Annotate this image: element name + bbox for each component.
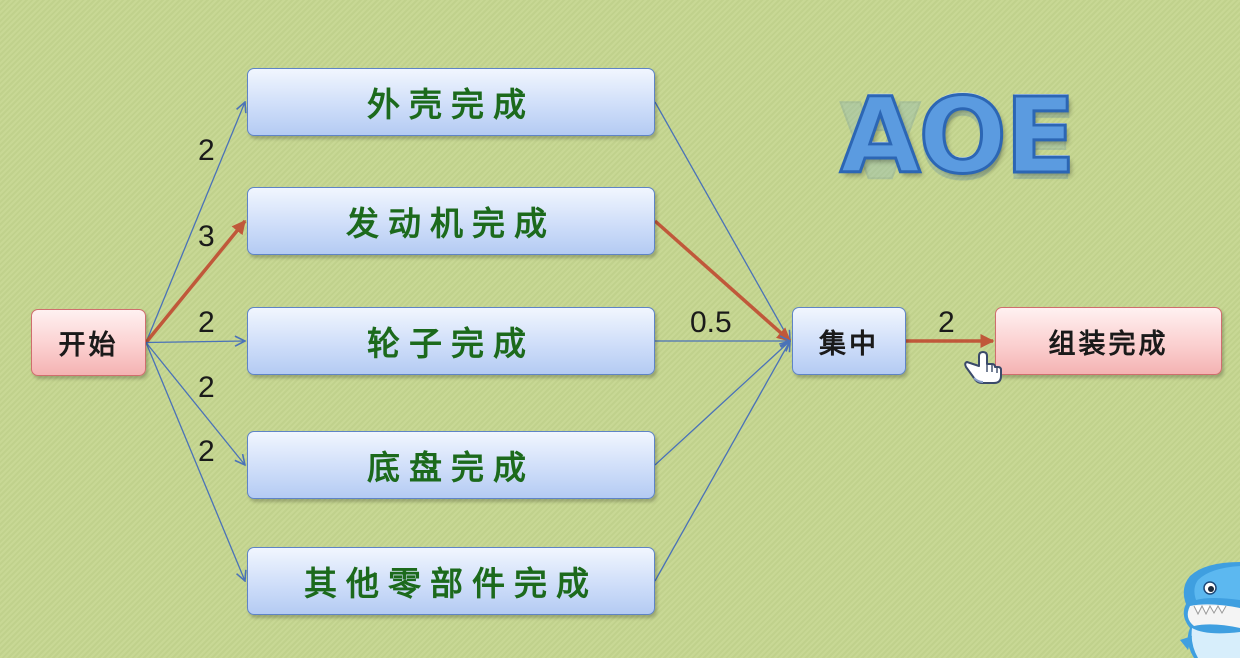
edge-weight-start-engine: 3	[198, 220, 215, 253]
edge-start-engine	[144, 219, 247, 344]
edge-shell-gather	[654, 101, 790, 341]
edge-engine-gather	[653, 219, 792, 343]
node-other-parts-complete[interactable]: 其他零部件完成	[247, 547, 655, 615]
node-assembly-complete[interactable]: 组装完成	[995, 307, 1222, 375]
shark-mascot-icon	[1180, 562, 1240, 658]
edge-start-others	[145, 342, 245, 582]
node-engine-complete[interactable]: 发动机完成	[247, 187, 655, 255]
edge-weight-gather-assembly: 2	[938, 306, 955, 339]
node-shell-complete[interactable]: 外壳完成	[247, 68, 655, 136]
node-gather[interactable]: 集中	[792, 307, 906, 375]
hand-pointer-cursor-icon	[964, 351, 1002, 384]
edge-chassis-gather	[654, 341, 790, 466]
edge-others-gather	[654, 341, 790, 582]
edge-weight-wheels-gather: 0.5	[690, 306, 732, 339]
node-start[interactable]: 开始	[31, 309, 146, 376]
edge-weight-start-chassis: 2	[198, 371, 215, 404]
node-chassis-complete[interactable]: 底盘完成	[247, 431, 655, 499]
edge-start-wheels	[145, 341, 245, 343]
node-wheels-complete[interactable]: 轮子完成	[247, 307, 655, 375]
edge-weight-start-wheels: 2	[198, 306, 215, 339]
edge-weight-start-shell: 2	[198, 134, 215, 167]
edge-start-chassis	[145, 342, 245, 466]
aoe-title: AOE	[839, 75, 1078, 197]
edge-weight-start-others: 2	[198, 435, 215, 468]
edge-start-shell	[145, 102, 245, 343]
